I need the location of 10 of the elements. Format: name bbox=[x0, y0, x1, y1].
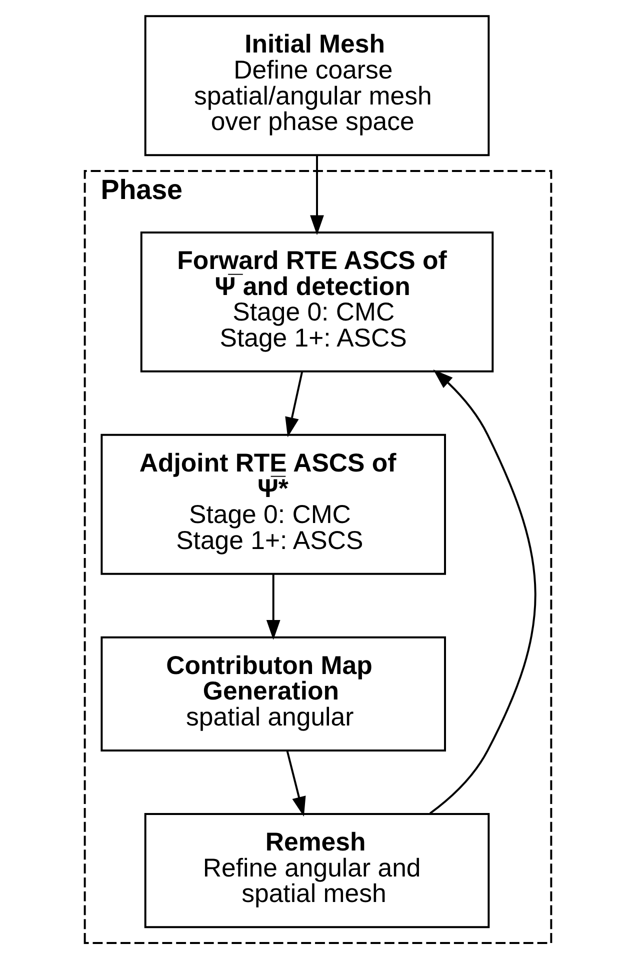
arrow bbox=[266, 574, 280, 640]
node-box: Remesh Refine angular and spatial mesh bbox=[144, 812, 490, 928]
node-box: Adjoint RTE ASCS of Ψ̅* Stage 0: CMC Stage 1+: ASCS bbox=[100, 434, 446, 575]
node-box: Initial Mesh Define coarse spatial/angular mesh over phase space bbox=[144, 15, 490, 156]
arrow bbox=[284, 371, 303, 438]
arrow bbox=[310, 155, 324, 236]
arrow bbox=[286, 750, 306, 817]
arrow bbox=[428, 370, 536, 814]
node-box: Contributon Map Generation spatial angular bbox=[100, 636, 446, 752]
node-box: Forward RTE ASCS of Ψ̅ and detection Stage 0: CMC Stage 1+: ASCS bbox=[140, 232, 494, 372]
